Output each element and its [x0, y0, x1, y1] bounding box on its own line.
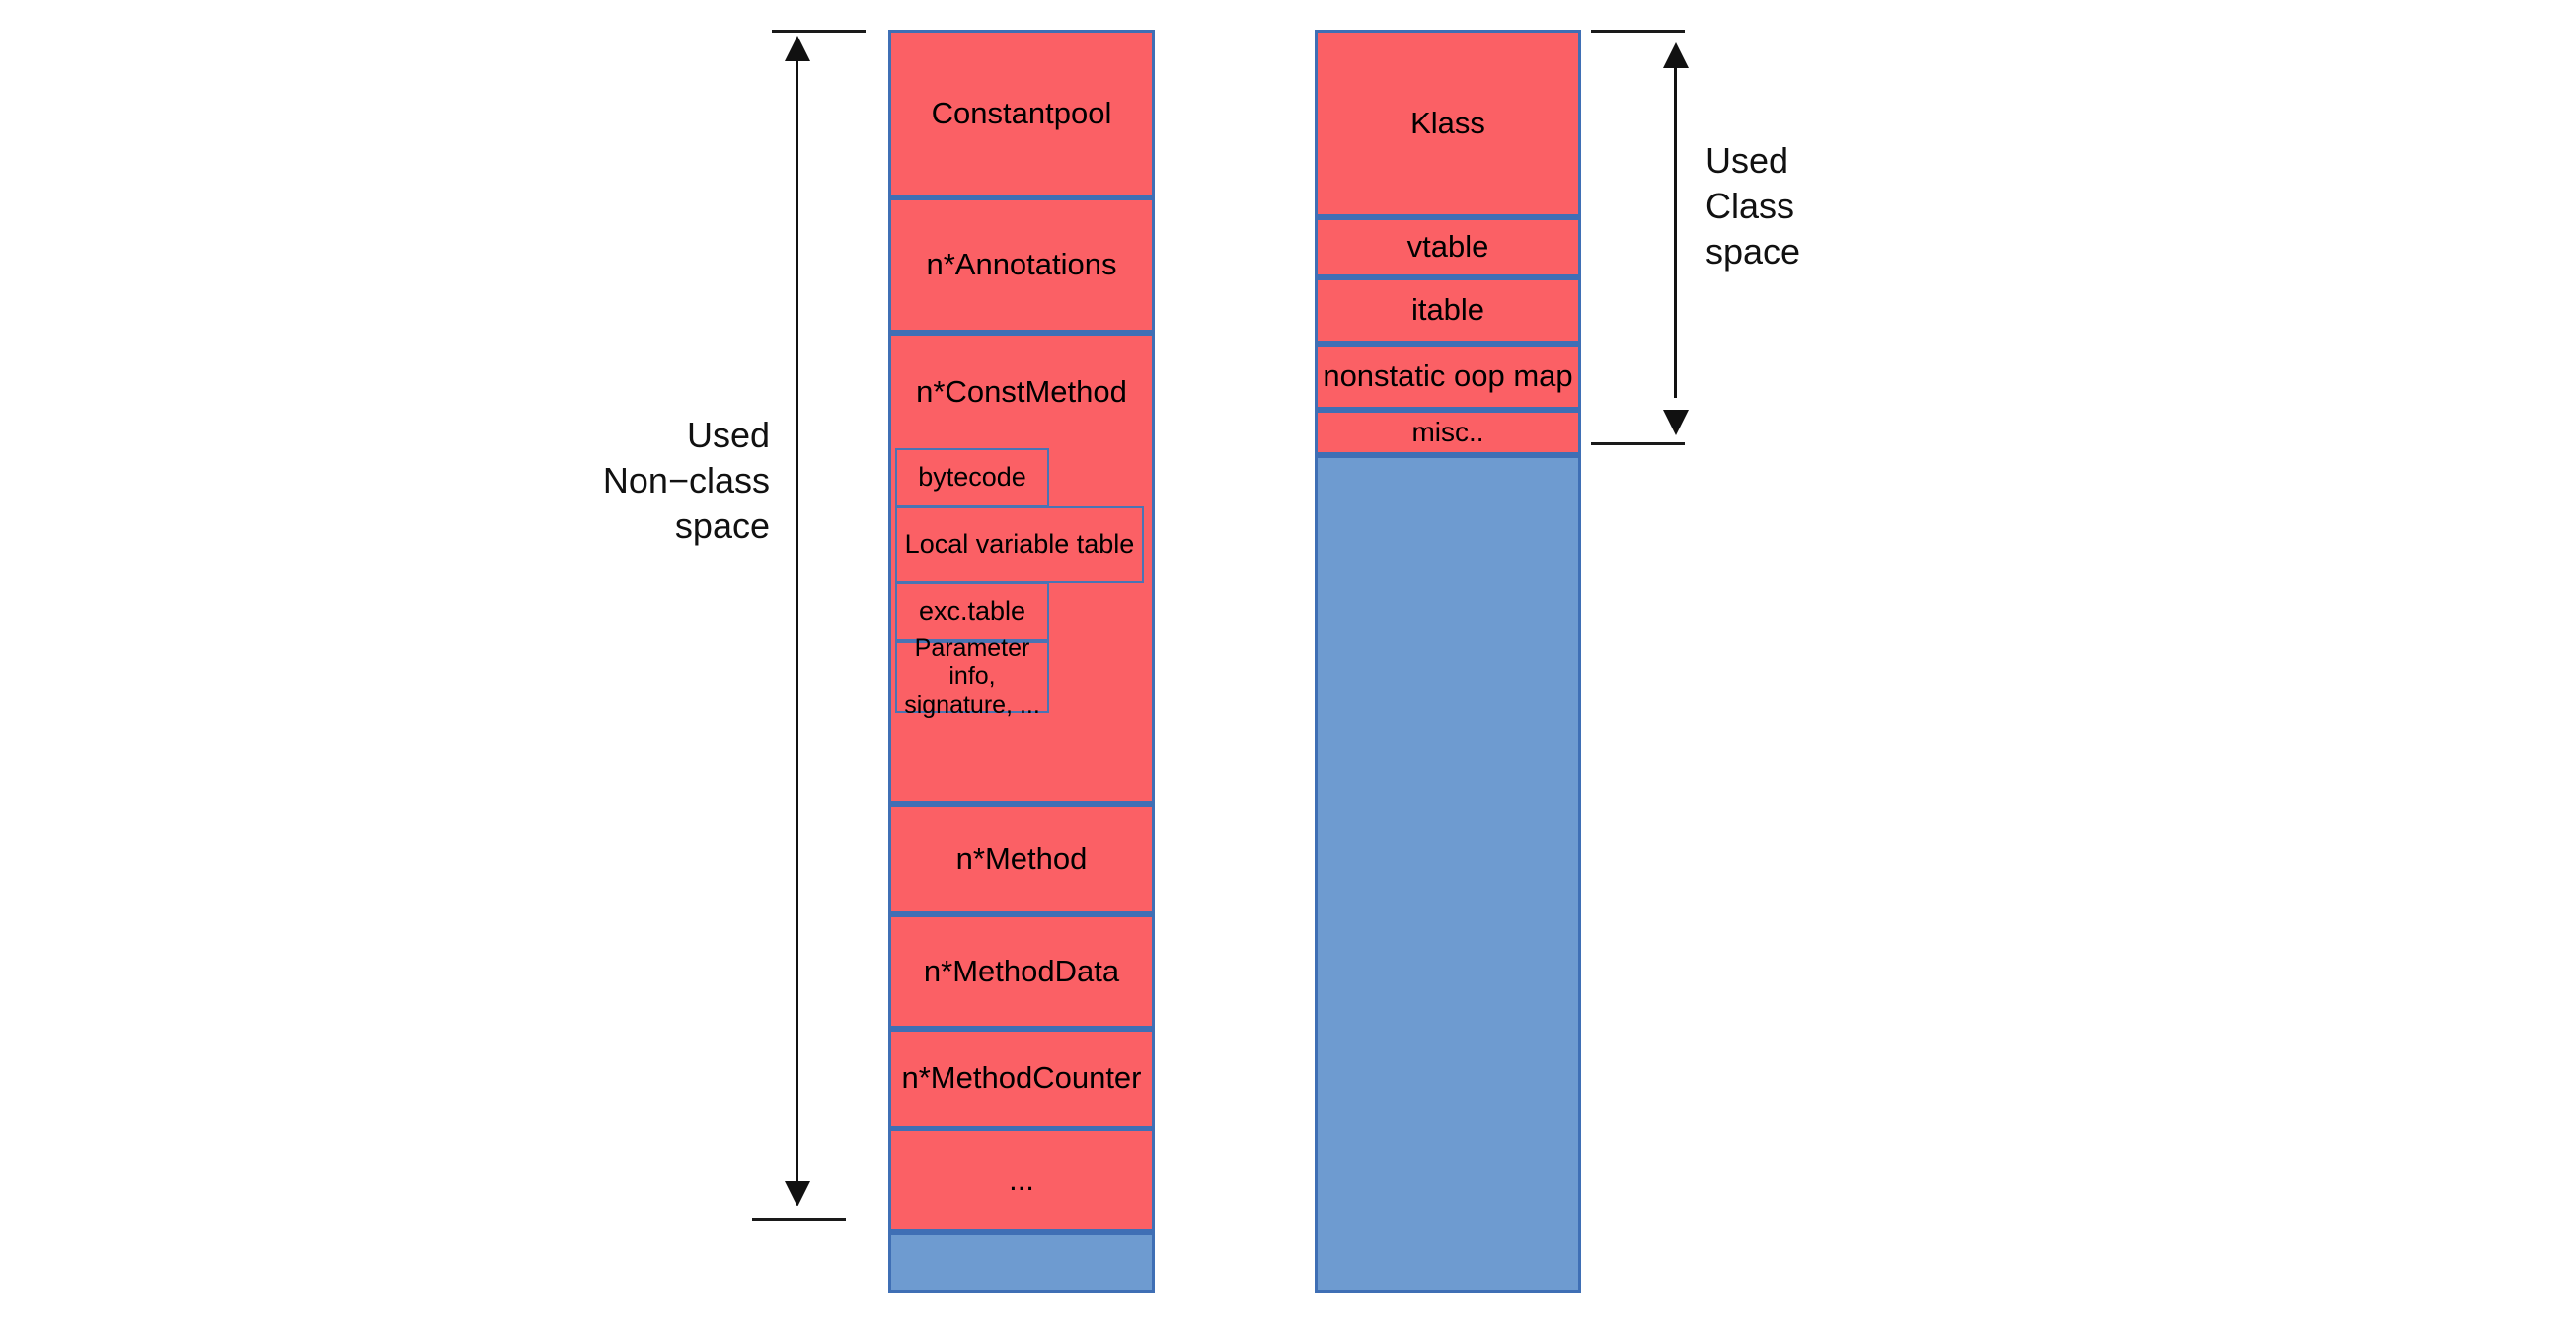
subsegment-exc-table[interactable]: exc.table — [895, 583, 1049, 641]
segment-klass[interactable]: Klass — [1315, 30, 1581, 217]
subsegment-label: bytecode — [918, 461, 1026, 492]
non-class-space-caption: Used Non−class space — [602, 415, 770, 547]
non-class-arrow-shaft — [796, 55, 798, 1195]
subsegment-label: Parameter info, signature, ... — [904, 634, 1040, 719]
segment-label: n*Method — [955, 840, 1088, 876]
segment-label: ... — [1009, 1162, 1034, 1198]
segment-label: misc.. — [1411, 417, 1484, 448]
segment-misc[interactable]: misc.. — [1315, 410, 1581, 455]
segment-label: n*MethodData — [923, 953, 1120, 988]
segment-methoddata[interactable]: n*MethodData — [888, 914, 1155, 1029]
segment-label: itable — [1410, 292, 1485, 328]
segment-vtable[interactable]: vtable — [1315, 217, 1581, 277]
segment-constmethod[interactable]: n*ConstMethod bytecode Local variable ta… — [888, 333, 1155, 804]
subsegment-parameter-info[interactable]: Parameter info, signature, ... — [895, 634, 1049, 719]
segment-label: Constantpool — [931, 95, 1112, 130]
class-space-caption: Used Class space — [1705, 140, 1801, 272]
segment-itable[interactable]: itable — [1315, 277, 1581, 344]
subsegment-label: Local variable table — [904, 528, 1135, 559]
segment-free-non-class[interactable] — [888, 1232, 1155, 1293]
non-class-space-column: Constantpool n*Annotations n*ConstMethod… — [888, 30, 1155, 1293]
segment-nonstatic-oop-map[interactable]: nonstatic oop map — [1315, 344, 1581, 410]
subsegment-local-variable-table[interactable]: Local variable table — [895, 506, 1144, 583]
non-class-top-tick — [772, 30, 866, 33]
segment-methodcounter[interactable]: n*MethodCounter — [888, 1029, 1155, 1128]
segment-label: nonstatic oop map — [1323, 358, 1573, 394]
segment-label: n*MethodCounter — [901, 1060, 1142, 1096]
class-bottom-tick — [1591, 442, 1685, 445]
segment-method[interactable]: n*Method — [888, 804, 1155, 914]
segment-annotations[interactable]: n*Annotations — [888, 197, 1155, 333]
non-class-bottom-tick — [752, 1218, 846, 1221]
class-arrow-head-down — [1663, 410, 1689, 435]
subsegment-bytecode[interactable]: bytecode — [895, 448, 1049, 506]
segment-label: n*ConstMethod — [916, 374, 1127, 409]
segment-constantpool[interactable]: Constantpool — [888, 30, 1155, 197]
non-class-arrow-head-down — [785, 1181, 810, 1206]
class-arrow-shaft — [1674, 62, 1677, 398]
subsegment-label: exc.table — [918, 595, 1026, 626]
segment-label: vtable — [1406, 229, 1489, 265]
class-top-tick — [1591, 30, 1685, 33]
segment-label: Klass — [1410, 105, 1485, 140]
segment-ellipsis[interactable]: ... — [888, 1128, 1155, 1232]
segment-label: n*Annotations — [926, 247, 1117, 282]
class-space-column: Klass vtable itable nonstatic oop map mi… — [1315, 30, 1581, 1293]
segment-free-class[interactable] — [1315, 455, 1581, 1293]
